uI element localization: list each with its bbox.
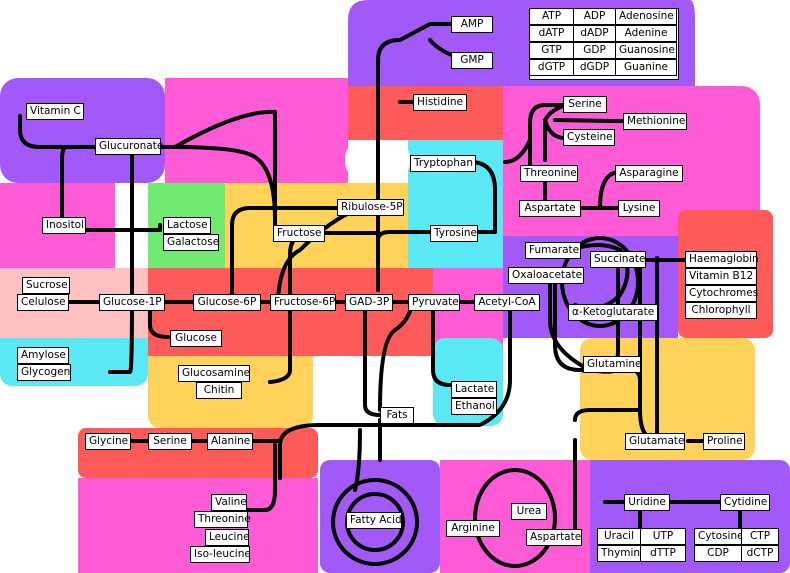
node-pyruvate[interactable]: Pyruvate: [408, 294, 460, 311]
node-guanine[interactable]: Guanine: [615, 59, 677, 76]
node-leucine[interactable]: Leucine: [205, 529, 250, 546]
node-dgtp[interactable]: dGTP: [529, 59, 574, 76]
node-dadp[interactable]: dADP: [573, 25, 616, 42]
node-succinate[interactable]: Succinate: [590, 251, 646, 268]
node-fattyacid[interactable]: Fatty Acid: [346, 512, 402, 529]
node-celulose[interactable]: Celulose: [17, 294, 69, 311]
node-amylose[interactable]: Amylose: [17, 347, 69, 364]
node-acetylcoa[interactable]: Acetyl-CoA: [474, 294, 540, 311]
node-vitamin-c[interactable]: Vitamin C: [26, 103, 84, 120]
node-gdp[interactable]: GDP: [573, 42, 616, 59]
node-dgdp[interactable]: dGDP: [573, 59, 616, 76]
node-alanine[interactable]: Alanine: [207, 433, 253, 450]
node-adp[interactable]: ADP: [573, 8, 616, 25]
urea-cycle: [473, 468, 557, 568]
node-ethanol[interactable]: Ethanol: [451, 398, 497, 415]
node-glycogen[interactable]: Glycogen: [17, 364, 71, 381]
node-glycine[interactable]: Glycine: [85, 433, 131, 450]
node-aspartate-top[interactable]: Aspartate: [519, 200, 581, 217]
node-thymine[interactable]: Thymine: [597, 545, 647, 562]
node-amp[interactable]: AMP: [451, 16, 493, 33]
node-threonine-top[interactable]: Threonine: [520, 165, 578, 182]
node-adenine[interactable]: Adenine: [615, 25, 677, 42]
node-serine-top[interactable]: Serine: [563, 96, 607, 113]
cycles: [331, 236, 640, 568]
node-dctp[interactable]: dCTP: [741, 545, 779, 562]
node-valine[interactable]: Valine: [211, 494, 247, 511]
node-lactose[interactable]: Lactose: [163, 217, 211, 234]
node-histidine[interactable]: Histidine: [413, 94, 467, 111]
node-glutamine[interactable]: Glutamine: [583, 356, 642, 373]
node-utp[interactable]: UTP: [640, 528, 686, 545]
node-dttp[interactable]: dTTP: [640, 545, 686, 562]
node-galactose[interactable]: Galactose: [163, 234, 219, 251]
node-fats[interactable]: Fats: [380, 407, 414, 424]
cutout-right: [503, 338, 580, 460]
node-uridine[interactable]: Uridine: [624, 494, 670, 511]
node-lysine[interactable]: Lysine: [618, 200, 660, 217]
node-atp[interactable]: ATP: [529, 8, 574, 25]
node-proline[interactable]: Proline: [703, 433, 745, 450]
node-glucose[interactable]: Glucose: [170, 330, 222, 347]
node-ctp[interactable]: CTP: [741, 528, 779, 545]
region-top-left-purple: [0, 78, 165, 183]
node-glucosamine[interactable]: Glucosamine: [178, 365, 250, 382]
node-haemaglobin[interactable]: Haemaglobin: [685, 251, 759, 268]
node-cytidine[interactable]: Cytidine: [720, 494, 770, 511]
region-pink-link: [165, 78, 348, 86]
node-arginine[interactable]: Arginine: [446, 520, 500, 537]
node-guanosine[interactable]: Guanosine: [615, 42, 677, 59]
node-cytochromes[interactable]: Cytochromes: [685, 285, 758, 302]
node-adenosine[interactable]: Adenosine: [615, 8, 677, 25]
node-glucose6p[interactable]: Glucose-6P: [193, 294, 261, 311]
node-datp[interactable]: dATP: [529, 25, 574, 42]
node-lactate[interactable]: Lactate: [451, 381, 497, 398]
node-methionine[interactable]: Methionine: [623, 113, 687, 130]
node-gtp[interactable]: GTP: [529, 42, 574, 59]
node-urea[interactable]: Urea: [511, 503, 547, 520]
node-glucose1p[interactable]: Glucose-1P: [99, 294, 165, 311]
node-chitin[interactable]: Chitin: [196, 382, 242, 399]
node-fructose6p[interactable]: Fructose-6P: [270, 294, 336, 311]
node-glucuronate[interactable]: Glucuronate: [95, 138, 163, 155]
node-tyrosine[interactable]: Tyrosine: [430, 225, 478, 242]
node-cysteine[interactable]: Cysteine: [563, 129, 615, 146]
node-asparagine[interactable]: Asparagine: [615, 165, 683, 182]
node-uracil[interactable]: Uracil: [597, 528, 641, 545]
cutout-middle: [313, 356, 433, 428]
node-glutamate[interactable]: Glutamate: [625, 433, 685, 450]
node-cdp[interactable]: CDP: [694, 545, 742, 562]
node-threonine-bottom[interactable]: Threonine: [194, 511, 251, 528]
node-fructose[interactable]: Fructose: [273, 225, 325, 242]
node-akg[interactable]: α-Ketoglutarate: [568, 304, 658, 321]
node-vitaminb12[interactable]: Vitamin B12: [685, 268, 757, 285]
fatty-acid-cycle-outer: [331, 478, 419, 566]
node-oxaloacetate[interactable]: Oxaloacetate: [508, 267, 584, 284]
node-fumarate[interactable]: Fumarate: [525, 242, 581, 259]
node-chlorophyll[interactable]: Chlorophyll: [685, 302, 757, 319]
node-gmp[interactable]: GMP: [451, 52, 493, 69]
node-tryptophan[interactable]: Tryptophan: [410, 155, 476, 172]
node-ribulose5p[interactable]: Ribulose-5P: [337, 199, 404, 216]
node-sucrose[interactable]: Sucrose: [22, 277, 70, 294]
node-isoleucine[interactable]: Iso-leucine: [190, 546, 251, 563]
node-serine-bottom[interactable]: Serine: [148, 433, 192, 450]
region-amino-pink: [503, 86, 760, 236]
node-inositol[interactable]: Inositol: [42, 217, 86, 234]
node-cytosine[interactable]: Cytosine: [694, 528, 744, 545]
node-gad3p[interactable]: GAD-3P: [345, 294, 393, 311]
region-top-pink: [165, 78, 348, 183]
node-aspartate-bottom[interactable]: Aspartate: [526, 529, 582, 546]
